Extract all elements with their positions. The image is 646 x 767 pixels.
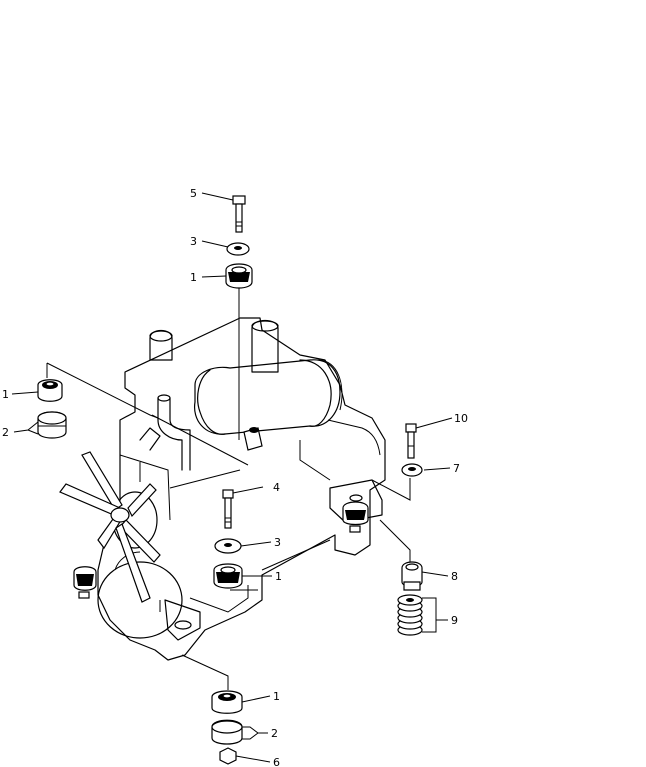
cushion-left bbox=[37, 411, 67, 439]
callout-2-bot: 2 bbox=[271, 727, 278, 740]
rear-mount-stack bbox=[329, 423, 423, 636]
washer-rear bbox=[401, 463, 423, 477]
callout-1-left: 1 bbox=[2, 388, 9, 401]
front-engine-mount bbox=[73, 566, 97, 599]
nut-bottom bbox=[219, 747, 237, 765]
rubber-mount-left bbox=[37, 379, 63, 402]
callout-9: 9 bbox=[451, 614, 458, 627]
rubber-mount-bottom bbox=[211, 690, 243, 714]
bottom-mount-stack bbox=[211, 690, 243, 765]
center-mount-stack bbox=[213, 489, 243, 589]
engine-block bbox=[97, 317, 386, 661]
callout-3-top: 3 bbox=[190, 235, 197, 248]
callout-2-left: 2 bbox=[2, 426, 9, 439]
bolt-top bbox=[232, 195, 246, 233]
callout-1-bot: 1 bbox=[273, 690, 280, 703]
callout-leaders bbox=[11, 192, 453, 763]
bolt-center bbox=[222, 489, 234, 529]
cooling-fan bbox=[59, 451, 161, 603]
callout-10: 10 bbox=[454, 412, 468, 425]
callout-1-mid: 1 bbox=[275, 570, 282, 583]
top-mount-stack bbox=[225, 195, 263, 451]
rubber-mount-top bbox=[225, 263, 253, 289]
washer-center bbox=[214, 538, 242, 554]
shim-stack bbox=[397, 594, 423, 636]
washer-top bbox=[226, 242, 250, 256]
callout-8: 8 bbox=[451, 570, 458, 583]
assembly-leaders bbox=[46, 285, 411, 690]
callout-1-top: 1 bbox=[190, 271, 197, 284]
rear-bracket bbox=[329, 479, 383, 533]
top-bracket bbox=[243, 427, 263, 451]
callout-numbers: 5 3 1 1 2 10 7 4 3 1 8 9 1 2 6 bbox=[2, 187, 468, 767]
callout-7: 7 bbox=[453, 462, 460, 475]
spacer-rear bbox=[401, 561, 423, 591]
rubber-mount-center bbox=[213, 563, 243, 589]
callout-6: 6 bbox=[273, 756, 280, 767]
callout-5-top: 5 bbox=[190, 187, 197, 200]
left-mount-stack bbox=[37, 379, 97, 599]
callout-4: 4 bbox=[273, 481, 280, 494]
bolt-rear bbox=[405, 423, 417, 459]
cushion-bottom bbox=[211, 719, 243, 745]
callout-3-mid: 3 bbox=[274, 536, 281, 549]
